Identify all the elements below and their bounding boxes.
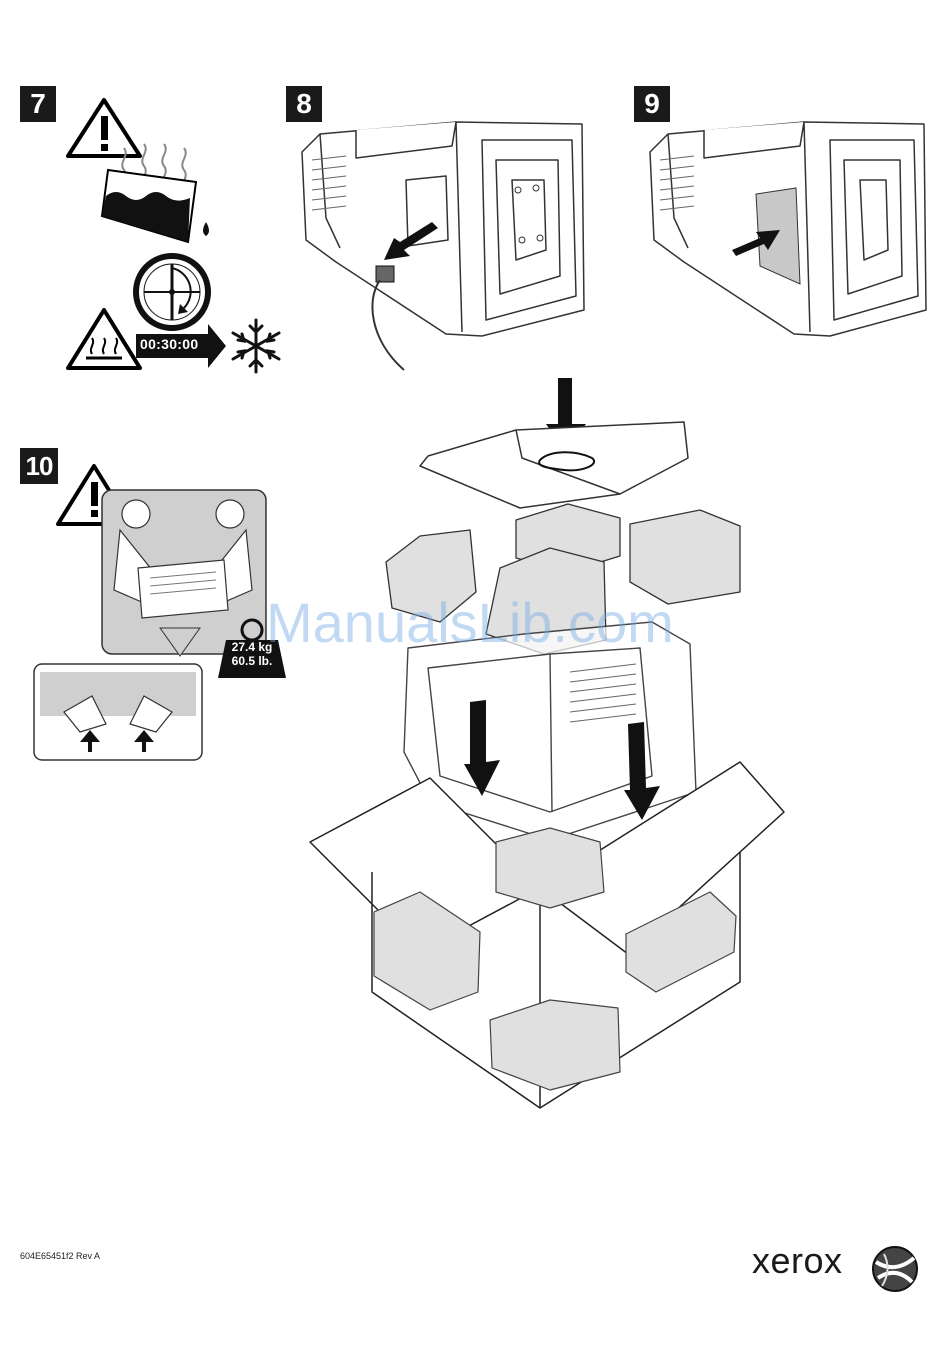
hot-surface-icon xyxy=(68,310,140,368)
snowflake-icon xyxy=(233,320,279,372)
warning-icon xyxy=(68,100,140,156)
step-7-badge: 7 xyxy=(20,86,56,122)
clock-icon xyxy=(136,256,208,328)
step-9-illustration xyxy=(644,100,934,340)
step-10-illustration xyxy=(30,460,290,765)
brand-wordmark: xerox xyxy=(752,1240,843,1282)
document-code: 604E65451f2 Rev A xyxy=(20,1251,100,1261)
packing-illustration xyxy=(300,372,800,1117)
weight-lb: 60.5 lb. xyxy=(220,654,284,668)
step-8-illustration xyxy=(296,100,596,375)
cooldown-time-label: 00:30:00 xyxy=(140,336,198,352)
watermark: ManualsLib.com xyxy=(266,590,674,655)
hot-ink-icon xyxy=(102,170,209,242)
xerox-logo-icon xyxy=(870,1244,920,1299)
